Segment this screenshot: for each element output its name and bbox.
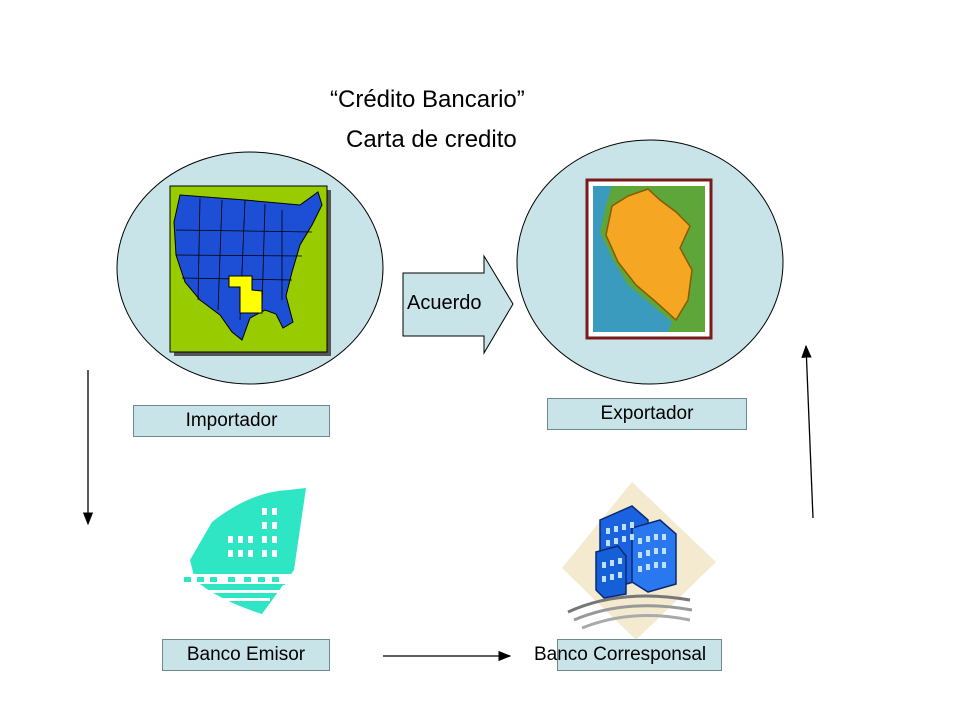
importer-label: Importador: [133, 405, 330, 437]
peru-map-icon: [585, 178, 713, 340]
issuing-bank-label: Banco Emisor: [162, 639, 330, 671]
issuing-bank-icon: [176, 488, 306, 614]
correspondent-to-exporter-arrow: [801, 344, 814, 519]
correspondent-bank-box: Banco Corresponsal: [534, 639, 722, 671]
agreement-label: Acuerdo: [407, 292, 482, 314]
usa-map-icon: [169, 185, 331, 356]
agreement-arrow: [402, 254, 514, 355]
exporter-label: Exportador: [547, 398, 747, 430]
diagram-subtitle: Carta de credito: [346, 126, 517, 153]
exporter-node[interactable]: [516, 139, 784, 385]
correspondent-bank-icon: [562, 482, 716, 640]
highlighted-state-icon: [228, 275, 263, 314]
importer-node[interactable]: [116, 151, 384, 385]
diagram-title: “Crédito Bancario”: [330, 86, 525, 113]
correspondent-bank-label: Banco Corresponsal: [534, 644, 707, 665]
